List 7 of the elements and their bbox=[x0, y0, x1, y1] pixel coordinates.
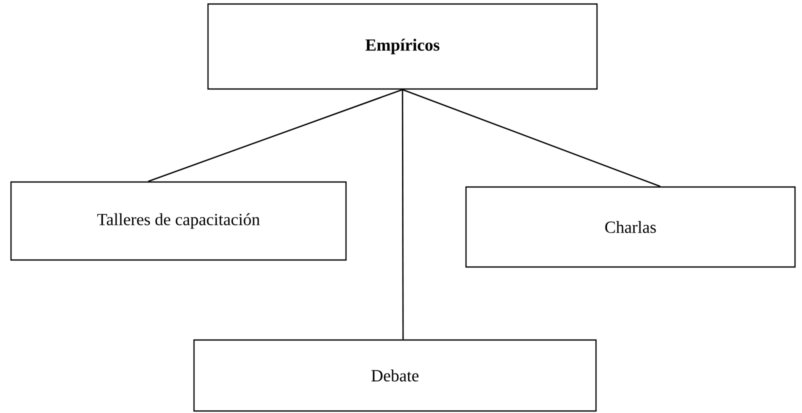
box: Debate bbox=[193, 339, 597, 412]
connector-line bbox=[402, 89, 660, 187]
connector-line bbox=[402, 90, 404, 340]
box: Charlas bbox=[465, 186, 796, 268]
box: Talleres de capacitación bbox=[10, 181, 347, 261]
box: Empíricos bbox=[207, 3, 598, 90]
connector-line bbox=[148, 88, 403, 182]
